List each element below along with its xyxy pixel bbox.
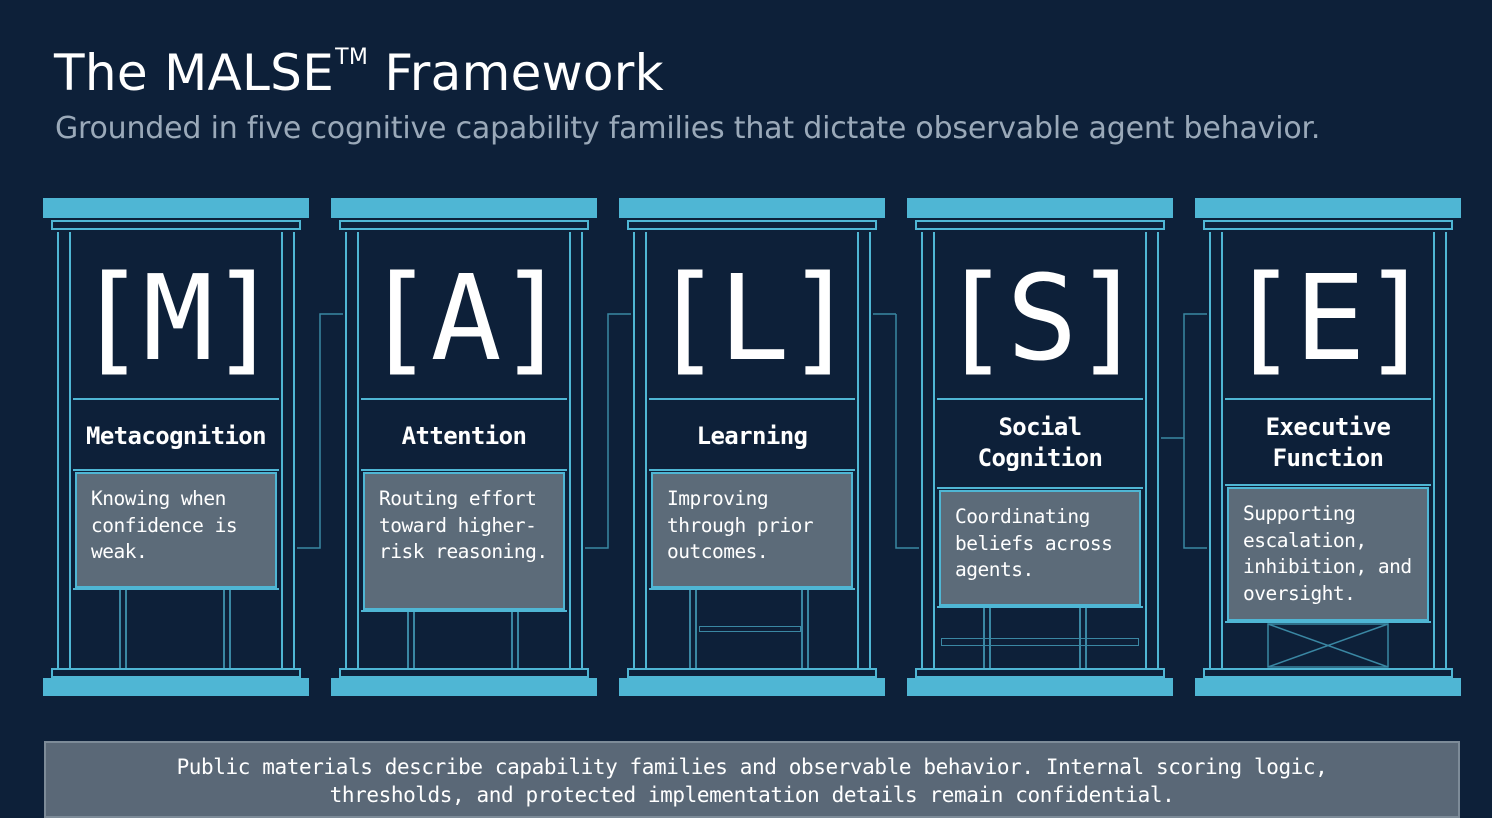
- pillar-right-rail: [857, 232, 871, 668]
- pillar-capital-trim: [339, 220, 589, 230]
- pillar-right-rail: [281, 232, 295, 668]
- pillar-leg: [407, 612, 415, 668]
- pillar-divider: [649, 588, 855, 590]
- pillar-leg: [689, 590, 697, 668]
- pillar-description: Coordinating beliefs across agents.: [939, 490, 1141, 606]
- pillar-leg: [801, 590, 809, 668]
- pillar-divider: [361, 398, 567, 400]
- pillar-divider: [649, 398, 855, 400]
- pillar-description: Routing effort toward higher-risk reason…: [363, 472, 565, 610]
- pillar-left-rail: [57, 232, 71, 668]
- title-rest: Framework: [384, 44, 664, 102]
- pillar-divider: [937, 606, 1143, 608]
- pillar-description: Supporting escalation, inhibition, and o…: [1227, 487, 1429, 621]
- pillar-divider: [1225, 484, 1431, 486]
- pillar-divider: [937, 398, 1143, 400]
- pillar-cross-bracing: [1267, 623, 1389, 668]
- pillar-base-trim: [51, 668, 301, 678]
- trademark-mark: TM: [335, 45, 369, 70]
- pillar-divider: [1225, 398, 1431, 400]
- note-line-2: thresholds, and protected implementation…: [329, 783, 1175, 807]
- pillar-base-trim: [339, 668, 589, 678]
- pillar-description: Improving through prior outcomes.: [651, 472, 853, 588]
- pillar-executive-function: [E] Executive Function Supporting escala…: [1195, 198, 1461, 698]
- pillar-base: [43, 678, 309, 696]
- pillar-letter: [A]: [363, 249, 568, 387]
- pillar-left-rail: [345, 232, 359, 668]
- pillar-divider: [73, 469, 279, 471]
- pillar-learning: [L] Learning Improving through prior out…: [619, 198, 885, 698]
- pillar-divider: [361, 469, 567, 471]
- page-title: The MALSETM Framework: [54, 44, 664, 102]
- pillar-description: Knowing when confidence is weak.: [75, 472, 277, 588]
- pillar-divider: [73, 398, 279, 400]
- pillar-letter: [E]: [1227, 249, 1432, 387]
- pillar-name: Social Cognition: [977, 413, 1103, 472]
- pillar-base: [907, 678, 1173, 696]
- pillar-capital: [619, 198, 885, 218]
- pillar-divider: [1225, 621, 1431, 623]
- pillar-divider: [649, 469, 855, 471]
- pillar-capital-trim: [51, 220, 301, 230]
- pillar-capital: [1195, 198, 1461, 218]
- pillar-right-rail: [1433, 232, 1447, 668]
- pillar-metacognition: [M] Metacognition Knowing when confidenc…: [43, 198, 309, 698]
- pillar-right-rail: [1145, 232, 1159, 668]
- pillar-left-rail: [1209, 232, 1223, 668]
- pillar-capital: [43, 198, 309, 218]
- page-subtitle: Grounded in five cognitive capability fa…: [55, 111, 1321, 146]
- pillar-base-trim: [627, 668, 877, 678]
- pillar-base: [331, 678, 597, 696]
- pillar-capital-trim: [627, 220, 877, 230]
- pillar-name: Attention: [401, 422, 527, 450]
- pillar-capital-trim: [915, 220, 1165, 230]
- pillar-attention: [A] Attention Routing effort toward high…: [331, 198, 597, 698]
- pillar-divider: [937, 487, 1143, 489]
- pillar-name: Learning: [696, 422, 808, 450]
- pillar-base: [1195, 678, 1461, 696]
- pillar-letter: [S]: [939, 249, 1144, 387]
- pillar-leg: [223, 590, 231, 668]
- pillar-capital-trim: [1203, 220, 1453, 230]
- title-text: The MALSE: [54, 44, 335, 102]
- pillar-name: Metacognition: [85, 422, 267, 450]
- pillar-letter: [M]: [75, 249, 280, 387]
- pillar-capital: [331, 198, 597, 218]
- pillar-leg: [511, 612, 519, 668]
- pillar-left-rail: [921, 232, 935, 668]
- note-line-1: Public materials describe capability fam…: [176, 755, 1328, 779]
- pillar-base-trim: [915, 668, 1165, 678]
- pillar-leg: [119, 590, 127, 668]
- pillar-divider: [73, 588, 279, 590]
- pillar-name: Executive Function: [1265, 413, 1391, 472]
- pillar-left-rail: [633, 232, 647, 668]
- pillar-divider: [361, 610, 567, 612]
- pillar-base-trim: [1203, 668, 1453, 678]
- pillar-base: [619, 678, 885, 696]
- pillar-crossbar: [941, 638, 1139, 646]
- pillar-capital: [907, 198, 1173, 218]
- pillar-letter: [L]: [651, 249, 856, 387]
- pillar-social-cognition: [S] Social Cognition Coordinating belief…: [907, 198, 1173, 698]
- pillar-crossbar: [699, 626, 801, 632]
- confidentiality-note: Public materials describe capability fam…: [44, 741, 1460, 818]
- pillar-right-rail: [569, 232, 583, 668]
